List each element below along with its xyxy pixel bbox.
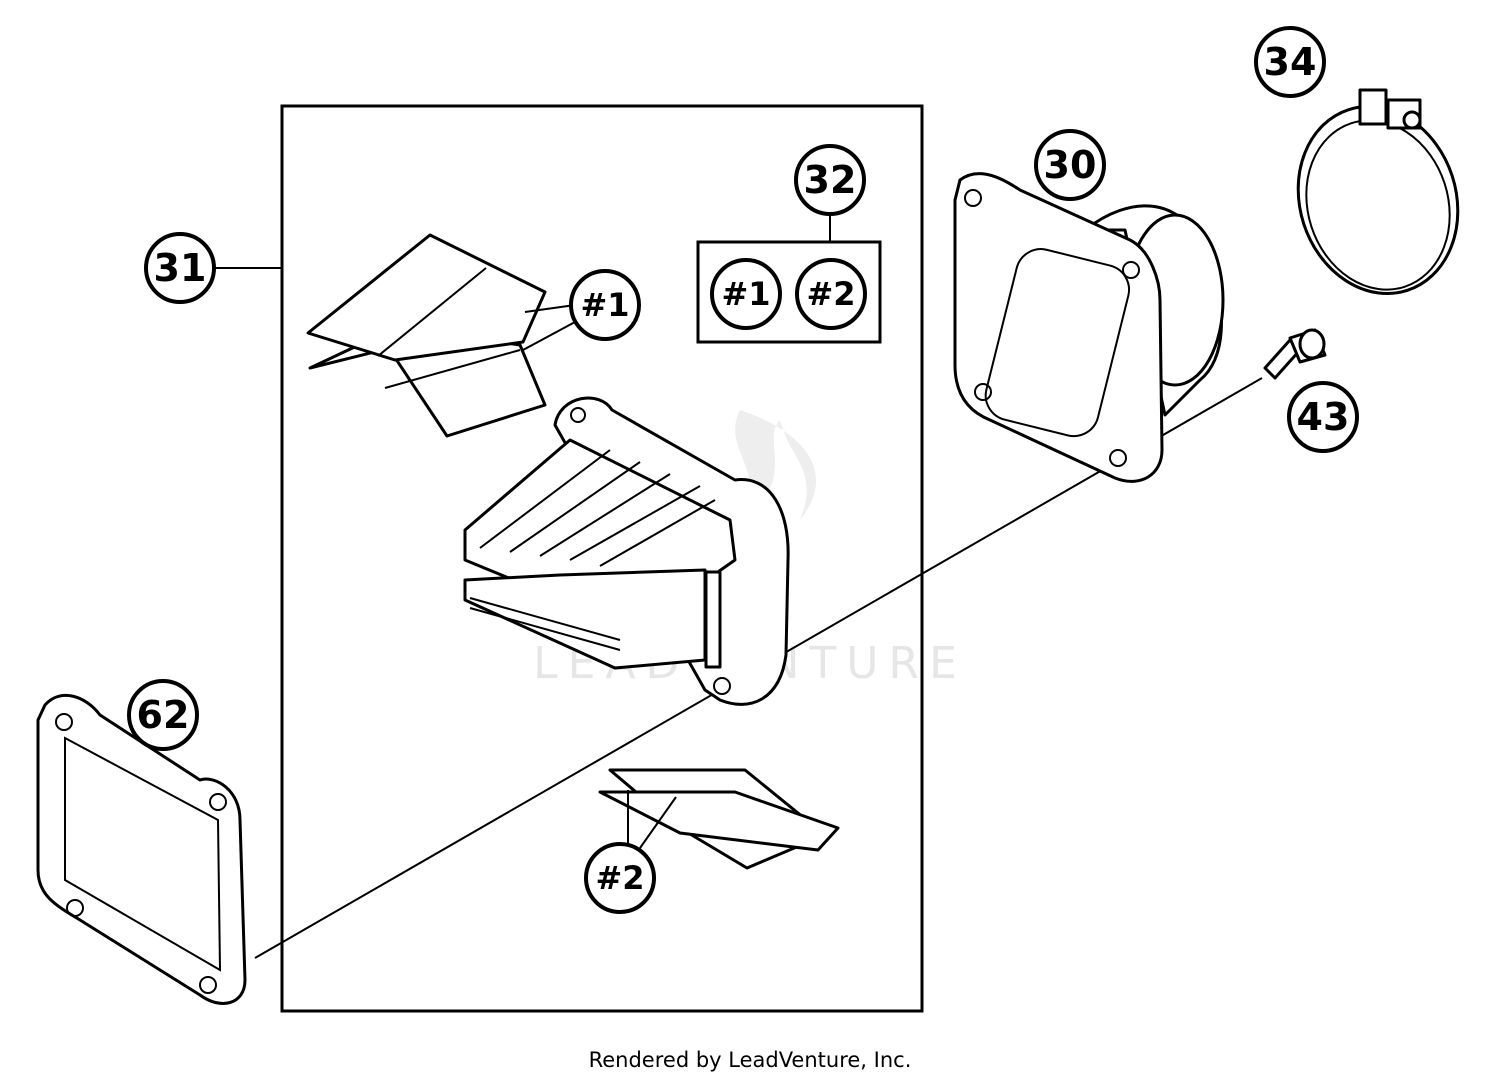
callout-30: 30: [1034, 129, 1106, 201]
callout-30-label: 30: [1044, 143, 1097, 187]
reed-valve-kit-box: [280, 104, 924, 1013]
callout-34: 34: [1254, 26, 1326, 98]
callout-32-label: 32: [804, 158, 857, 202]
callout-43-label: 43: [1297, 395, 1350, 439]
callout-kit-1-label: #1: [721, 275, 770, 313]
callout-32: 32: [794, 144, 866, 216]
reed-petals-2: [598, 768, 840, 870]
callout-43: 43: [1287, 381, 1359, 453]
callout-31: 31: [144, 232, 216, 304]
callout-kit-2-label: #2: [806, 275, 855, 313]
reed-block: [463, 396, 790, 706]
callout-kit-2: #2: [795, 258, 867, 330]
callout-reed-1-label: #1: [580, 286, 629, 324]
callout-62-label: 62: [137, 693, 190, 737]
callout-reed-1: #1: [569, 269, 641, 341]
hose-clamp-34: [1296, 88, 1460, 296]
callout-reed-2-label: #2: [595, 859, 644, 897]
reed-petals-1: [306, 233, 576, 438]
callout-kit-1: #1: [710, 258, 782, 330]
callout-reed-2: #2: [584, 842, 656, 914]
callout-31-label: 31: [154, 246, 207, 290]
intake-flange-30: [953, 172, 1225, 483]
callout-62: 62: [127, 679, 199, 751]
kit-32-box: [696, 240, 882, 344]
gasket-62: [36, 694, 247, 1005]
bolt-43: [1263, 328, 1327, 380]
callout-34-label: 34: [1264, 40, 1317, 84]
footer-credit: Rendered by LeadVenture, Inc.: [588, 1048, 912, 1072]
